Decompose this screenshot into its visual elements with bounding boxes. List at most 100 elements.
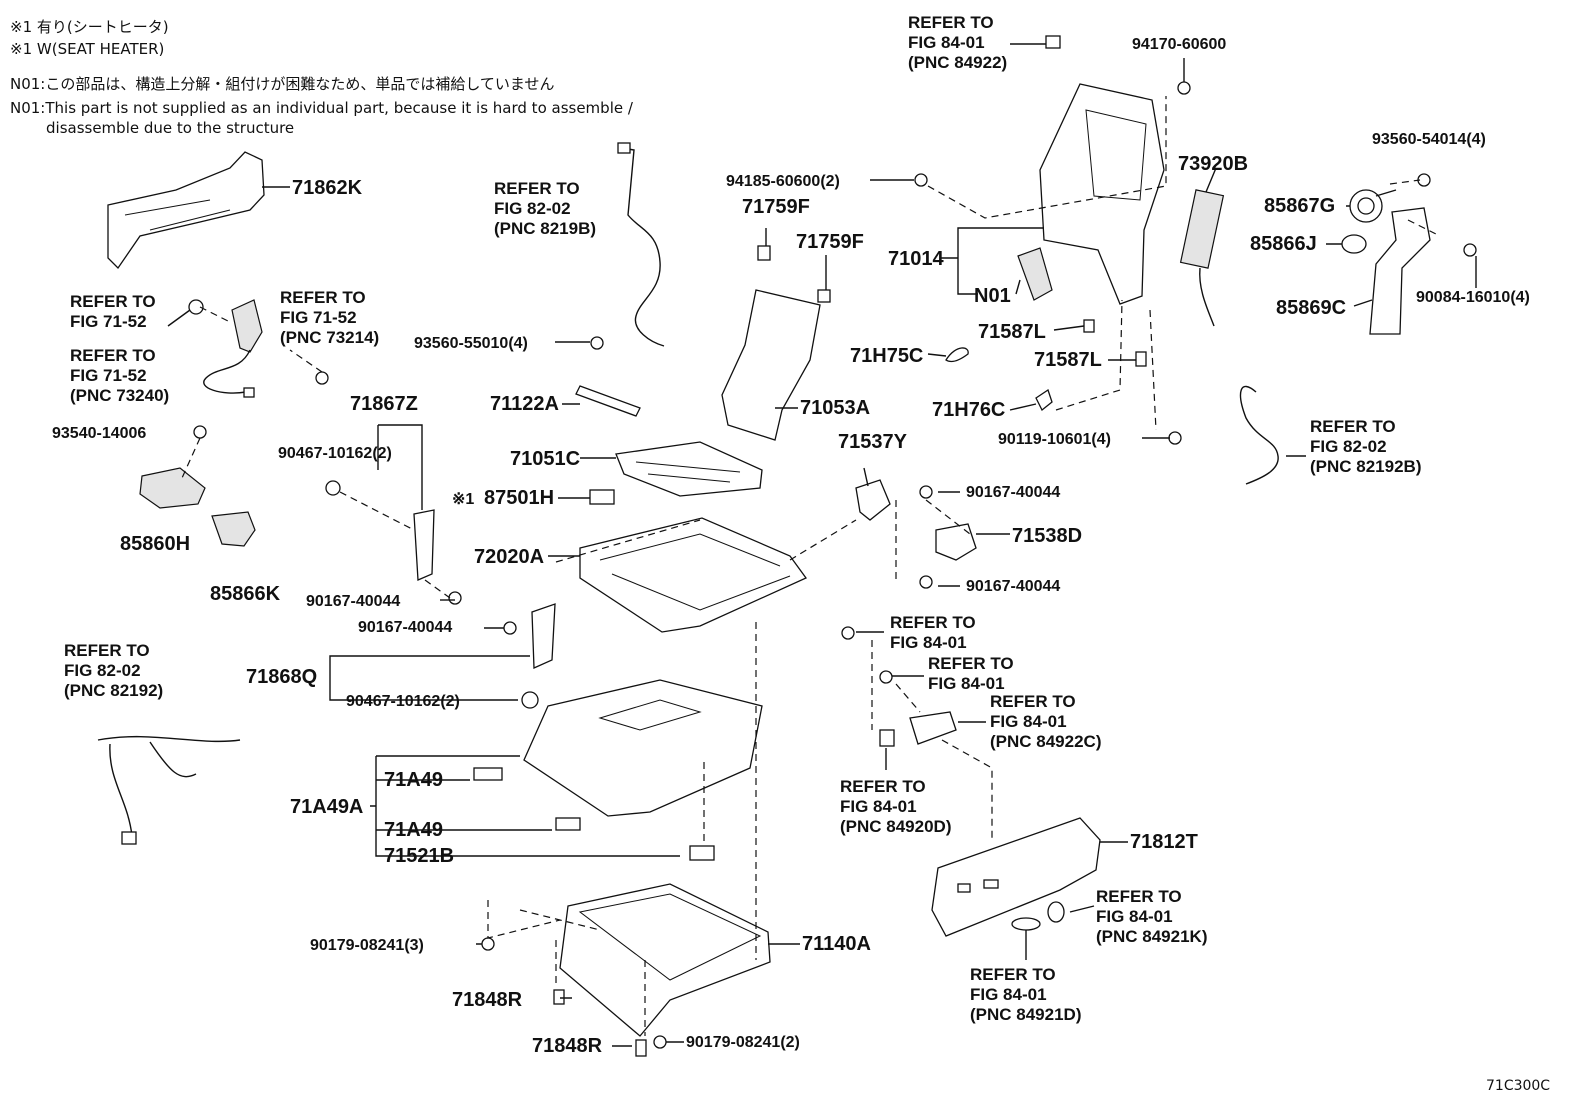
ref-fig-84-01-b-line2: FIG 84-01 (890, 633, 967, 652)
part-71140a-track-base (481, 883, 771, 1057)
note-heater-jp: ※1 有り(シートヒータ) (10, 18, 169, 36)
label-71587l-a: 71587L (978, 321, 1046, 343)
label-90167-40044-a: 90167-40044 (306, 593, 400, 610)
ref-fig-71-52-b-line3: (PNC 73214) (280, 328, 379, 347)
part-73920b-airbag (1179, 189, 1225, 327)
part-71862k-cover (107, 151, 265, 270)
label-90167-40044-d: 90167-40044 (966, 578, 1060, 595)
part-87501h-connector (589, 489, 615, 505)
part-power-seat-switch (841, 626, 957, 747)
part-85866k-knob (211, 511, 256, 547)
ref-fig-84-01-a-line2: FIG 84-01 (908, 33, 985, 52)
ref-fig-84-01-g-line1: REFER TO (970, 965, 1056, 984)
part-90119-bolt (1168, 431, 1182, 445)
ref-fig-84-01-e-line1: REFER TO (840, 777, 926, 796)
part-71868q-bracket (503, 603, 556, 709)
part-71538d (935, 523, 977, 561)
part-85866j (1341, 234, 1367, 254)
label-90179-08241-b: 90179-08241(2) (686, 1034, 800, 1051)
part-71h76c (1035, 388, 1053, 412)
ref-fig-84-01-e-line2: FIG 84-01 (840, 797, 917, 816)
note-n01-en-cont: disassemble due to the structure (46, 119, 295, 137)
label-94185-60600: 94185-60600(2) (726, 173, 840, 190)
ref-fig-82-02-c-line2: FIG 82-02 (1310, 437, 1387, 456)
ref-fig-71-52-c-line1: REFER TO (70, 346, 156, 365)
part-harness-8219b (617, 142, 665, 347)
label-71051c: 71051C (510, 448, 580, 470)
ref-fig-71-52-a-line1: REFER TO (70, 292, 156, 311)
label-71538d: 71538D (1012, 525, 1082, 547)
part-71014-seatback-frame (914, 35, 1191, 305)
label-71014: 71014 (888, 248, 944, 270)
label-90119-10601: 90119-10601(4) (998, 431, 1111, 448)
label-87501h: 87501H (484, 487, 554, 509)
label-85866k: 85866K (210, 583, 281, 605)
ref-fig-82-02-a-line3: (PNC 8219B) (494, 219, 596, 238)
label-90084-16010: 90084-16010(4) (1416, 289, 1530, 306)
label-71848r-b: 71848R (532, 1035, 603, 1057)
ref-fig-84-01-b-line1: REFER TO (890, 613, 976, 632)
label-71a49-a: 71A49 (384, 769, 443, 791)
label-73920b: 73920B (1178, 153, 1248, 175)
label-90167-40044-c: 90167-40044 (966, 484, 1060, 501)
part-71537y (855, 479, 891, 521)
ref-fig-82-02-a-line2: FIG 82-02 (494, 199, 571, 218)
part-72020a-seat-frame (579, 517, 807, 633)
ref-fig-71-52-c-line3: (PNC 73240) (70, 386, 169, 405)
ref-fig-82-02-b-line3: (PNC 82192) (64, 681, 163, 700)
label-71848r-a: 71848R (452, 989, 523, 1011)
diagram-code: 71C300C (1486, 1078, 1550, 1094)
label-n01: N01 (974, 285, 1011, 307)
part-71122a-plate (575, 336, 641, 417)
part-85869c (1369, 207, 1431, 335)
label-93560-55010: 93560-55010(4) (414, 335, 528, 352)
label-90167-40044-b: 90167-40044 (358, 619, 452, 636)
label-star1: ※1 (452, 491, 474, 508)
label-71140a: 71140A (802, 933, 871, 955)
part-71053a-back-panel (721, 245, 831, 441)
label-93560-54014: 93560-54014(4) (1372, 131, 1486, 148)
label-71868q: 71868Q (246, 666, 317, 688)
ref-fig-84-01-c-line2: FIG 84-01 (928, 674, 1005, 693)
ref-fig-84-01-a-line1: REFER TO (908, 13, 994, 32)
label-71053a: 71053A (800, 397, 870, 419)
ref-fig-84-01-f-line1: REFER TO (1096, 887, 1182, 906)
label-90179-08241-a: 90179-08241(3) (310, 937, 424, 954)
note-n01-jp: N01:この部品は、構造上分解・組付けが困難なため、単品では補給していません (10, 75, 555, 93)
label-71812t: 71812T (1130, 831, 1198, 853)
ref-fig-84-01-f-line2: FIG 84-01 (1096, 907, 1173, 926)
label-72020a: 72020A (474, 546, 544, 568)
label-93540-14006: 93540-14006 (52, 425, 146, 442)
ref-fig-84-01-c-line1: REFER TO (928, 654, 1014, 673)
ref-fig-84-01-a-line3: (PNC 84922) (908, 53, 1007, 72)
part-71812t-shield (931, 817, 1101, 937)
label-85860h: 85860H (120, 533, 190, 555)
label-71a49-b: 71A49 (384, 819, 443, 841)
label-85869c: 85869C (1276, 297, 1346, 319)
note-n01-en: N01:This part is not supplied as an indi… (10, 99, 633, 117)
ref-fig-84-01-f-line3: (PNC 84921K) (1096, 927, 1208, 946)
ref-fig-84-01-d-line3: (PNC 84922C) (990, 732, 1102, 751)
label-94170-60600: 94170-60600 (1132, 36, 1226, 53)
label-71521b: 71521B (384, 845, 454, 867)
part-71051c-spring (615, 441, 763, 497)
part-seatbelt-buckle (188, 299, 329, 398)
part-71867z-bracket (325, 480, 462, 605)
note-heater-en: ※1 W(SEAT HEATER) (10, 40, 165, 58)
label-90467-10162-b: 90467-10162(2) (346, 693, 460, 710)
label-71h75c: 71H75C (850, 345, 923, 367)
label-85866j: 85866J (1250, 233, 1317, 255)
ref-fig-71-52-b-line2: FIG 71-52 (280, 308, 357, 327)
ref-fig-71-52-a-line2: FIG 71-52 (70, 312, 147, 331)
ref-fig-82-02-b-line2: FIG 82-02 (64, 661, 141, 680)
label-85867g: 85867G (1264, 195, 1335, 217)
ref-fig-71-52-c-line2: FIG 71-52 (70, 366, 147, 385)
part-71a49a-seat-pan (473, 679, 763, 861)
ref-fig-84-01-e-line3: (PNC 84920D) (840, 817, 952, 836)
label-71122a: 71122A (490, 393, 559, 415)
ref-fig-82-02-c-line1: REFER TO (1310, 417, 1396, 436)
ref-fig-84-01-g-line2: FIG 84-01 (970, 985, 1047, 1004)
part-n01-motor (1017, 247, 1053, 301)
part-71587l-clip-a (1083, 319, 1095, 333)
label-71862k: 71862K (292, 177, 363, 199)
